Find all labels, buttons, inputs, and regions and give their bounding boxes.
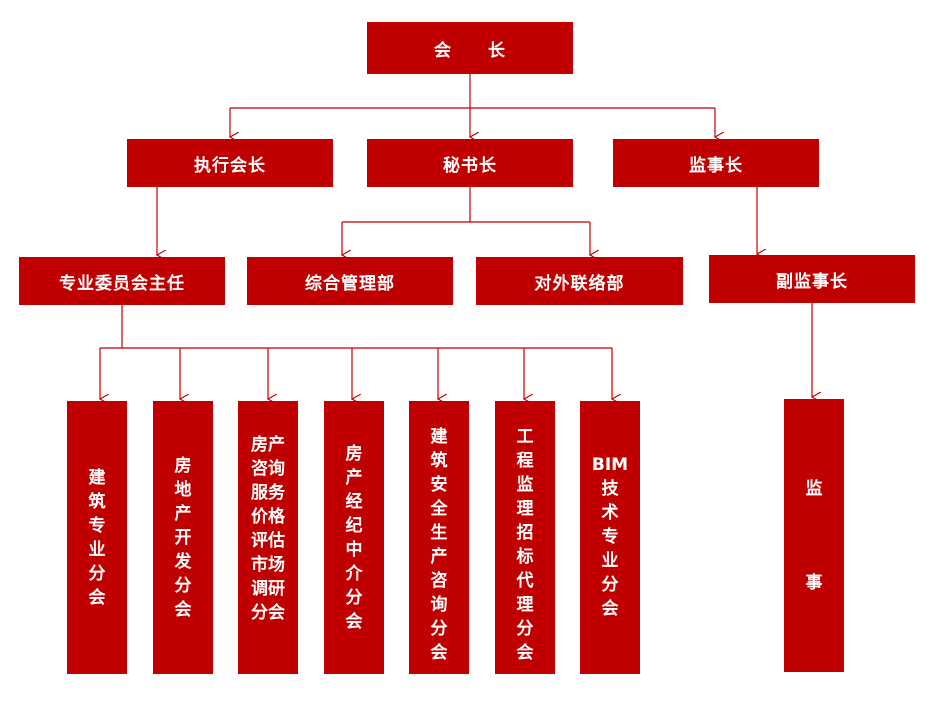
chief-supervisor-label: 监事长 <box>689 155 743 176</box>
supervisor-char: 事 <box>805 573 823 593</box>
committee-director-label: 专业委员会主任 <box>59 273 185 294</box>
branch-char: 生 <box>430 523 448 543</box>
branch-construction-safety: 建 筑 安 全 生 产 咨 询 分 会 <box>409 401 469 674</box>
supervisor-box: 监 事 <box>784 399 844 672</box>
committee-director-box: 专业委员会主任 <box>19 257 225 305</box>
branch-char: 分 <box>88 563 106 584</box>
branch-char: 分 <box>601 575 619 595</box>
branch-real-estate-development: 房 地 产 开 发 分 会 <box>153 401 213 674</box>
branch-construction: 建 筑 专 业 分 会 <box>67 401 127 674</box>
branch-line: 价格 <box>251 507 285 527</box>
branch-char: 分 <box>345 587 363 608</box>
branch-char: 纪 <box>345 515 363 536</box>
branch-char: 工 <box>516 427 534 447</box>
branch-char: 开 <box>174 527 192 548</box>
branch-char: 会 <box>516 643 534 663</box>
secretary-general-label: 秘书长 <box>443 155 497 176</box>
branch-char: 专 <box>601 527 619 547</box>
branch-char: 产 <box>174 503 192 524</box>
branch-char: 筑 <box>430 451 448 471</box>
branch-char: 专 <box>88 515 106 536</box>
branch-char: 业 <box>88 539 106 560</box>
president-label: 会 长 <box>434 40 506 61</box>
branch-char: 地 <box>174 479 192 500</box>
branch-char: 理 <box>516 499 534 519</box>
branch-char: 会 <box>345 611 363 632</box>
branch-char: 监 <box>516 475 534 495</box>
branch-line: 服务 <box>251 483 285 503</box>
branch-char: 咨 <box>430 571 448 591</box>
branch-char: 房 <box>174 455 192 476</box>
branch-char: 分 <box>516 619 534 639</box>
branch-char: 经 <box>345 491 363 512</box>
branch-char: 招 <box>516 523 534 543</box>
secretary-general-box: 秘书长 <box>367 139 573 187</box>
general-management-label: 综合管理部 <box>305 273 395 294</box>
branch-char: 理 <box>516 595 534 615</box>
branch-line: 评估 <box>251 531 285 551</box>
branch-char: 分 <box>174 575 192 596</box>
branch-char: 分 <box>430 619 448 639</box>
branch-char: 程 <box>516 451 534 471</box>
branch-char: 技 <box>601 479 619 499</box>
branch-char: 发 <box>174 551 192 572</box>
branch-real-estate-consulting: 房产 咨询 服务 价格 评估 市场 调研 分会 <box>238 401 298 674</box>
branch-char: 中 <box>345 539 363 560</box>
branch-bim: BIM 技 术 专 业 分 会 <box>580 401 640 674</box>
branch-char: 会 <box>601 599 619 619</box>
chief-supervisor-box: 监事长 <box>613 139 819 187</box>
branch-line: 调研 <box>251 579 285 599</box>
external-liaison-label: 对外联络部 <box>534 273 625 294</box>
branch-char: 全 <box>430 499 448 519</box>
branch-char: 建 <box>88 467 106 488</box>
branch-line: 咨询 <box>251 459 285 479</box>
branch-line: 房产 <box>251 435 285 455</box>
branch-char: 询 <box>430 595 448 615</box>
branch-char: 建 <box>430 427 448 447</box>
branch-char: 筑 <box>88 491 106 512</box>
branch-char: 业 <box>601 551 619 571</box>
branch-char: 术 <box>601 503 619 523</box>
branch-char: 标 <box>516 547 534 567</box>
branch-char: BIM <box>591 455 629 475</box>
branch-engineering-supervision: 工 程 监 理 招 标 代 理 分 会 <box>495 401 555 674</box>
branch-char: 产 <box>345 467 363 488</box>
general-management-box: 综合管理部 <box>247 257 453 305</box>
branch-line: 市场 <box>251 555 285 575</box>
branch-char: 安 <box>430 475 448 495</box>
branch-char: 代 <box>516 571 534 591</box>
branch-char: 会 <box>430 643 448 663</box>
deputy-supervisor-box: 副监事长 <box>709 255 915 303</box>
branch-char: 产 <box>430 547 448 567</box>
branch-char: 介 <box>345 563 363 584</box>
external-liaison-box: 对外联络部 <box>476 257 683 305</box>
executive-president-label: 执行会长 <box>194 155 266 176</box>
branch-char: 会 <box>88 587 106 608</box>
branch-char: 房 <box>345 443 363 464</box>
supervisor-char: 监 <box>805 479 823 499</box>
branch-real-estate-brokerage: 房 产 经 纪 中 介 分 会 <box>324 401 384 674</box>
executive-president-box: 执行会长 <box>127 139 333 187</box>
deputy-supervisor-label: 副监事长 <box>776 271 848 292</box>
branch-line: 分会 <box>251 603 285 623</box>
branch-char: 会 <box>174 599 192 620</box>
president-box: 会 长 <box>367 22 573 74</box>
